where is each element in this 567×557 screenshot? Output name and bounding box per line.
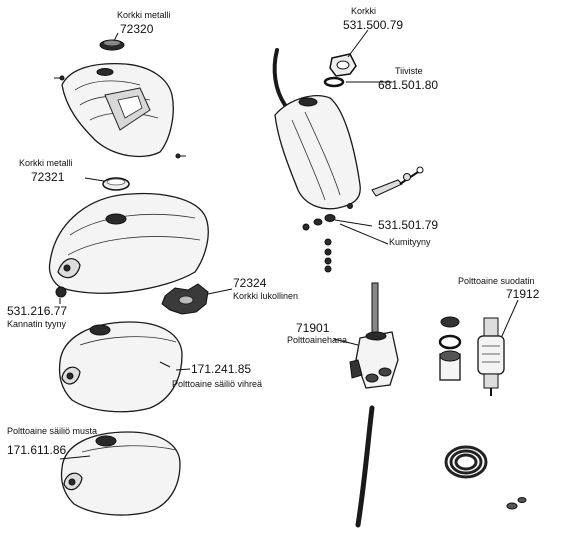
part-cap-72320 bbox=[99, 39, 125, 51]
label-code: 72320 bbox=[120, 22, 154, 36]
part-lockcap-72324 bbox=[161, 283, 209, 315]
label-cap-72321: Korkki metalli 72321 bbox=[19, 158, 73, 184]
part-seal-681501 bbox=[323, 76, 345, 88]
part-pad-531216 bbox=[55, 286, 67, 298]
part-hose-coil bbox=[444, 445, 488, 479]
label-seal-681501: Tiiviste 681.501.80 bbox=[378, 66, 438, 92]
label-name: Kumityyny bbox=[389, 237, 431, 247]
label-code: 171.611.86 bbox=[7, 443, 66, 457]
label-pad-531216: 531.216.77 Kannatin tyyny bbox=[7, 304, 67, 329]
part-tank-black bbox=[60, 431, 181, 516]
label-valve-71901: 71901 Polttoainehana bbox=[287, 321, 347, 345]
label-name: Polttoaine säiliö vihreä bbox=[172, 379, 262, 389]
label-tank-black: Polttoaine säiliö musta 171.611.86 bbox=[7, 426, 97, 457]
part-clamps bbox=[506, 497, 527, 510]
label-code: 681.501.80 bbox=[378, 78, 438, 92]
label-lockcap-72324: 72324 Korkki lukollinen bbox=[233, 276, 298, 301]
label-name: Polttoainehana bbox=[287, 335, 347, 345]
leader-lines bbox=[59, 29, 519, 460]
label-name: Kannatin tyyny bbox=[7, 319, 67, 329]
part-valve-71901 bbox=[349, 282, 399, 389]
part-filter-washers bbox=[438, 316, 462, 381]
label-filter-71912: Polttoaine suodatin 71912 bbox=[458, 276, 540, 301]
label-code: 531.216.77 bbox=[7, 304, 67, 318]
label-code: 531.500.79 bbox=[343, 18, 403, 32]
label-name: Korkki metalli bbox=[117, 10, 171, 20]
label-code: 71901 bbox=[296, 321, 330, 335]
label-name: Tiiviste bbox=[395, 66, 423, 76]
part-bracket bbox=[371, 166, 424, 197]
label-cap-531500: Korkki 531.500.79 bbox=[343, 6, 403, 32]
part-hose-top bbox=[272, 48, 287, 107]
label-name: Korkki lukollinen bbox=[233, 291, 298, 301]
label-code: 531.501.79 bbox=[378, 218, 438, 232]
part-tank-chrome bbox=[54, 62, 186, 159]
part-rubber-531501 bbox=[302, 214, 336, 273]
part-cap-531500 bbox=[329, 53, 357, 77]
label-code: 72324 bbox=[233, 276, 267, 290]
label-name: Polttoaine säiliö musta bbox=[7, 426, 97, 436]
label-code: 71912 bbox=[506, 287, 540, 301]
part-tank-green bbox=[58, 321, 183, 413]
part-tank-white bbox=[48, 192, 209, 294]
label-name: Polttoaine suodatin bbox=[458, 276, 535, 286]
label-cap-72320: Korkki metalli 72320 bbox=[117, 10, 171, 36]
label-tank-green: 171.241.85 Polttoaine säiliö vihreä bbox=[172, 362, 262, 389]
part-tank-upright bbox=[274, 95, 361, 210]
label-code: 171.241.85 bbox=[191, 362, 251, 376]
part-filter-71912 bbox=[477, 317, 505, 396]
label-name: Korkki metalli bbox=[19, 158, 73, 168]
part-cap-72321 bbox=[102, 177, 130, 191]
label-rubber-531501: 531.501.79 Kumityyny bbox=[378, 218, 438, 247]
label-name: Korkki bbox=[351, 6, 376, 16]
label-code: 72321 bbox=[31, 170, 65, 184]
part-hose-bottom bbox=[355, 405, 375, 528]
